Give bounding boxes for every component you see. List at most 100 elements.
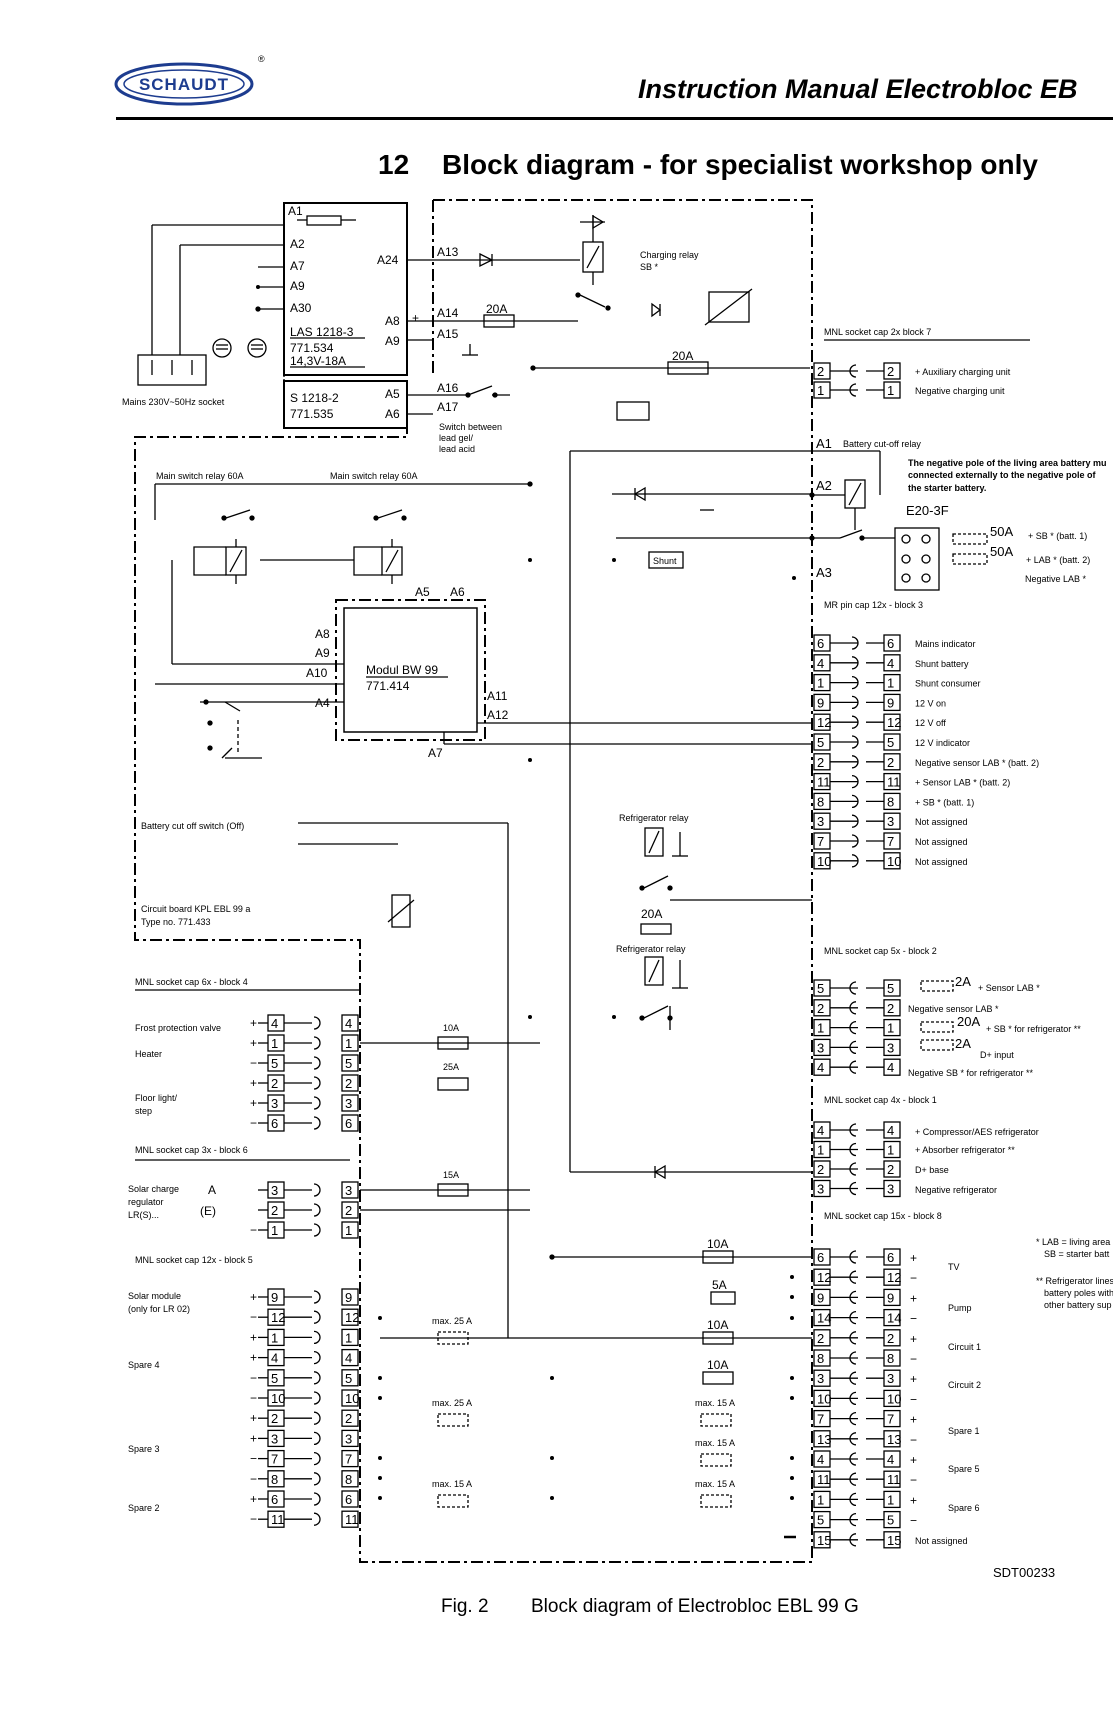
block6-pin-outer: 1: [271, 1223, 278, 1238]
svg-text:25A: 25A: [443, 1062, 459, 1072]
svg-text:A: A: [208, 1183, 216, 1197]
block7-pin-outer: 1: [887, 383, 894, 398]
block4-pin-inner: 2: [345, 1076, 352, 1091]
junction-dots: [256, 285, 796, 1500]
block3-pin-outer: 10: [887, 854, 901, 869]
block3-pin-outer: 2: [887, 755, 894, 770]
block8-sign: +: [910, 1453, 917, 1467]
block5-pin-inner: 4: [345, 1351, 352, 1366]
mnl4-header: MNL socket cap 6x - block 4: [135, 977, 248, 987]
mains-socket-label: Mains 230V~50Hz socket: [122, 397, 225, 407]
svg-text:Circuit 1: Circuit 1: [948, 1342, 981, 1352]
logo-text: SCHAUDT: [139, 75, 229, 94]
svg-text:Refrigerator relay: Refrigerator relay: [616, 944, 686, 954]
svg-text:Solar module: Solar module: [128, 1291, 181, 1301]
block4-pin-outer: 1: [271, 1036, 278, 1051]
block3-pin-outer: 4: [887, 656, 894, 671]
section-number: 12: [378, 149, 410, 180]
block3-pin-inner: 3: [817, 814, 824, 829]
block5-sign: −: [250, 1310, 257, 1324]
svg-text:connected externally to the ne: connected externally to the negative pol…: [908, 470, 1097, 480]
block1-pin-inner: 4: [817, 1123, 824, 1138]
svg-text:SB = starter batt: SB = starter batt: [1044, 1249, 1110, 1259]
svg-text:max. 25 A: max. 25 A: [432, 1398, 472, 1408]
block5-sign: −: [250, 1472, 257, 1486]
block7-label: + Auxiliary charging unit: [915, 367, 1011, 377]
svg-text:other battery sup: other battery sup: [1044, 1300, 1112, 1310]
block6-labels: Solar charge regulator LR(S)... A (E) 15…: [128, 1170, 530, 1220]
block8-pin-inner: 1: [817, 1492, 824, 1507]
svg-text:A2: A2: [816, 478, 832, 493]
pin-a8: A8: [385, 314, 400, 328]
svg-text:max. 15 A: max. 15 A: [695, 1438, 735, 1448]
block7-pin-outer: 2: [887, 364, 894, 379]
block5-pin-outer: 2: [271, 1411, 278, 1426]
header-title: Instruction Manual Electrobloc EB: [638, 74, 1078, 104]
svg-text:Spare 2: Spare 2: [128, 1503, 160, 1513]
block8-pin-inner: 5: [817, 1513, 824, 1528]
block4-labels: Frost protection valve Heater Floor ligh…: [135, 1023, 540, 1116]
block5-pin-inner: 11: [345, 1512, 359, 1527]
svg-text:20A: 20A: [641, 907, 662, 921]
svg-text:Spare 6: Spare 6: [948, 1503, 980, 1513]
pin-a2: A2: [290, 237, 305, 251]
svg-text:A11: A11: [487, 689, 508, 703]
block2-pin-outer: 5: [887, 981, 894, 996]
svg-text:Frost protection valve: Frost protection valve: [135, 1023, 221, 1033]
svg-text:+ Sensor LAB *: + Sensor LAB *: [978, 983, 1040, 993]
block5-pin-outer: 11: [271, 1512, 285, 1527]
svg-text:2A: 2A: [955, 974, 971, 989]
svg-text:+ Absorber refrigerator **: + Absorber refrigerator **: [915, 1145, 1015, 1155]
svg-text:10A: 10A: [443, 1023, 459, 1033]
block8-pin-outer: 12: [887, 1270, 901, 1285]
svg-text:Negative refrigerator: Negative refrigerator: [915, 1185, 997, 1195]
svg-text:lead acid: lead acid: [439, 444, 475, 454]
svg-text:max. 15 A: max. 15 A: [432, 1479, 472, 1489]
header-rule: [116, 117, 1113, 120]
svg-text:Switch between: Switch between: [439, 422, 502, 432]
svg-text:The negative pole of the livin: The negative pole of the living area bat…: [908, 458, 1107, 468]
block8-pin-inner: 10: [817, 1391, 831, 1406]
block3-pin-outer: 6: [887, 636, 894, 651]
pin-a5: A5: [385, 387, 400, 401]
pin-a1: A1: [288, 204, 303, 218]
block5-sign: +: [250, 1330, 257, 1344]
block7-pin-inner: 1: [817, 383, 824, 398]
block5-sign: +: [250, 1290, 257, 1304]
block3-label: Shunt battery: [915, 659, 969, 669]
block3-label: Negative sensor LAB * (batt. 2): [915, 758, 1039, 768]
svg-text:A5: A5: [415, 585, 430, 599]
block7-connector: MNL socket cap 2x block 7: [824, 327, 1030, 341]
block8-sign: +: [910, 1291, 917, 1305]
svg-text:the starter battery.: the starter battery.: [908, 483, 986, 493]
block2-pin-inner: 1: [817, 1021, 824, 1036]
block8-sign: −: [910, 1271, 917, 1285]
top-wiring: Charging relay SB * 20A 20A A13 A14 A15 …: [407, 214, 810, 454]
block4-pin-outer: 3: [271, 1096, 278, 1111]
s-name: S 1218-2: [290, 391, 339, 405]
svg-text:10A: 10A: [707, 1318, 728, 1332]
block3-label: 12 V on: [915, 698, 946, 708]
svg-text:15A: 15A: [443, 1170, 459, 1180]
block8-pin-outer: 7: [887, 1412, 894, 1427]
block2-pin-outer: 3: [887, 1040, 894, 1055]
las-number: 771.534: [290, 341, 334, 355]
